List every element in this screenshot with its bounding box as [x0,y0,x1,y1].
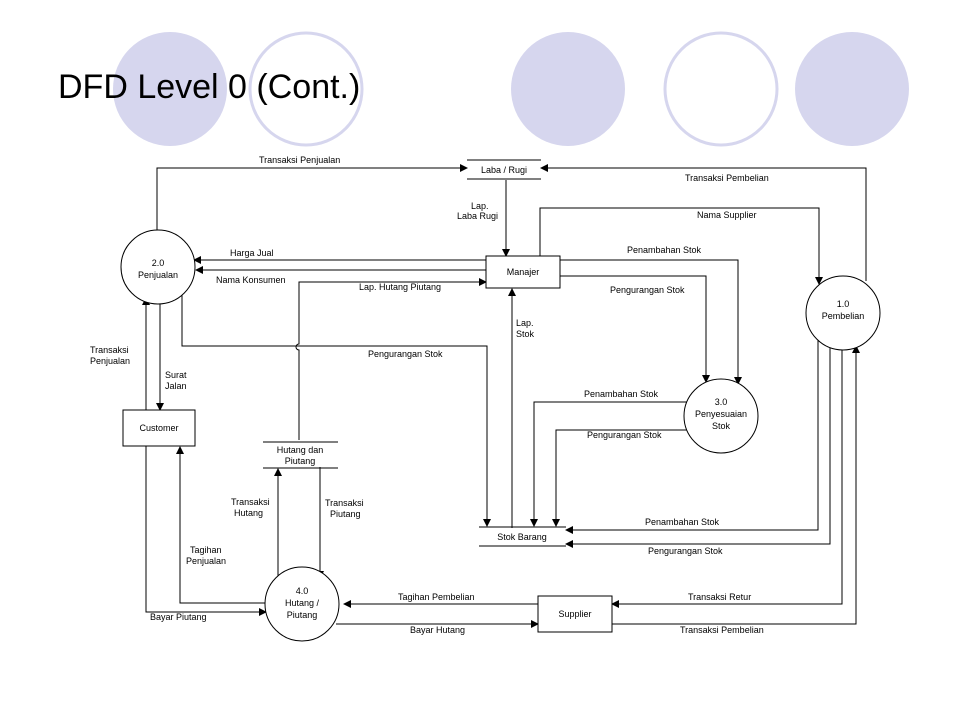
flow-pengurangan-stok-p1 [565,340,831,548]
data-store-stok-barang-label: Stok Barang [497,532,547,542]
flow-transaksi-retur [611,342,843,608]
flow-transaksi-pembelian-top [540,164,867,281]
flow-transaksi-pembelian-bottom [612,345,860,625]
label-penambahan-stok-p1: Penambahan Stok [645,517,720,527]
process-2-penjualan: 2.0 Penjualan [120,229,196,305]
entity-manajer: Manajer [485,255,561,289]
process-3-penyesuaian-stok: 3.0 Penyesuaian Stok [683,378,759,454]
process-1-name: Pembelian [822,311,865,321]
label-penambahan-stok-p3: Penambahan Stok [584,389,659,399]
process-4-name-2: Piutang [287,610,318,620]
entity-customer: Customer [122,409,196,447]
slide-title: DFD Level 0 (Cont.) [58,68,361,106]
entity-manajer-label: Manajer [507,267,540,277]
decor-circle-5 [795,32,909,146]
flow-nama-supplier [539,207,823,285]
flow-pengurangan-stok-p3 [552,429,688,527]
process-4-hutang-piutang: 4.0 Hutang / Piutang [264,566,340,642]
entity-customer-label: Customer [139,423,178,433]
entity-supplier-label: Supplier [558,609,591,619]
label-transaksi-pembelian-top: Transaksi Pembelian [685,173,769,183]
label-tagihan-pembelian: Tagihan Pembelian [398,592,475,602]
label-tagihan-penjualan-2: Penjualan [186,556,226,566]
process-3-name-2: Stok [712,421,731,431]
decor-circle-3 [511,32,625,146]
label-lap-stok-2: Stok [516,329,535,339]
entity-supplier: Supplier [537,595,613,633]
flow-tagihan-penjualan [176,446,266,604]
process-1-pembelian: 1.0 Pembelian [805,275,881,351]
flows [142,164,867,628]
label-pengurangan-stok-penjualan: Pengurangan Stok [368,349,443,359]
label-harga-jual: Harga Jual [230,248,274,258]
label-lap-laba-rugi-2: Laba Rugi [457,211,498,221]
label-transaksi-penjualan-top: Transaksi Penjualan [259,155,340,165]
decor-circle-1 [113,32,227,146]
label-transaksi-piutang-2: Piutang [330,509,361,519]
label-transaksi-retur: Transaksi Retur [688,592,751,602]
decorative-circles [113,31,909,147]
label-bayar-hutang: Bayar Hutang [410,625,465,635]
process-4-name-1: Hutang / [285,598,320,608]
label-pengurangan-stok-p1: Pengurangan Stok [648,546,723,556]
flow-penambahan-stok-manajer [560,259,742,385]
data-store-hutang-piutang: Hutang dan Piutang [263,441,338,469]
label-lap-stok-1: Lap. [516,318,534,328]
label-lap-hutang-piutang: Lap. Hutang Piutang [359,282,441,292]
data-store-hutang-piutang-label-2: Piutang [285,456,316,466]
label-penambahan-stok-manajer: Penambahan Stok [627,245,702,255]
data-store-laba-rugi-label: Laba / Rugi [481,165,527,175]
data-store-hutang-piutang-label-1: Hutang dan [277,445,324,455]
process-3-name-1: Penyesuaian [695,409,747,419]
label-tagihan-penjualan-1: Tagihan [190,545,222,555]
process-3-number: 3.0 [715,397,728,407]
flow-penambahan-stok-p3 [530,401,688,527]
label-transaksi-penjualan-left-1: Transaksi [90,345,129,355]
label-surat-jalan-1: Surat [165,370,187,380]
process-2-number: 2.0 [152,258,165,268]
flow-penambahan-stok-p1 [565,340,819,534]
label-lap-laba-rugi-1: Lap. [471,201,489,211]
label-pengurangan-stok-manajer: Pengurangan Stok [610,285,685,295]
decor-circle-2 [248,31,364,147]
process-1-number: 1.0 [837,299,850,309]
label-transaksi-hutang-1: Transaksi [231,497,270,507]
process-2-name: Penjualan [138,270,178,280]
data-store-laba-rugi: Laba / Rugi [467,159,541,180]
label-transaksi-piutang-1: Transaksi [325,498,364,508]
label-nama-supplier: Nama Supplier [697,210,757,220]
label-transaksi-penjualan-left-2: Penjualan [90,356,130,366]
label-transaksi-pembelian-bottom: Transaksi Pembelian [680,625,764,635]
flow-labels: Transaksi Penjualan Transaksi Pembelian … [90,155,769,635]
flow-lap-hutang-piutang [295,278,487,440]
flow-pengurangan-stok-manajer [560,275,710,383]
label-surat-jalan-2: Jalan [165,381,187,391]
flow-transaksi-penjualan-top [156,164,468,238]
data-store-stok-barang: Stok Barang [479,526,566,547]
label-transaksi-hutang-2: Hutang [234,508,263,518]
flow-pengurangan-stok-penjualan [181,294,491,527]
flow-bayar-piutang [145,446,267,616]
decor-circle-4 [663,31,779,147]
process-4-number: 4.0 [296,586,309,596]
label-pengurangan-stok-p3: Pengurangan Stok [587,430,662,440]
label-nama-konsumen: Nama Konsumen [216,275,286,285]
label-bayar-piutang: Bayar Piutang [150,612,207,622]
